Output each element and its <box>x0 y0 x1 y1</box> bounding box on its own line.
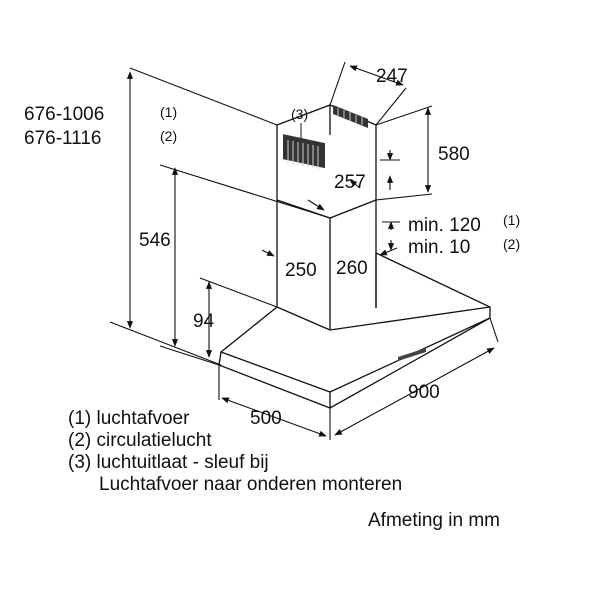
legend-item-1: (1) luchtafvoer <box>68 408 190 429</box>
dim-total-height-1-note: (1) <box>160 104 177 120</box>
dim-total-height-1: 676-1006 <box>24 104 104 125</box>
dim-canopy-height: 94 <box>193 311 215 332</box>
dim-chimney-top-width: 247 <box>376 66 408 87</box>
dimension-lines <box>109 61 499 440</box>
dim-chimney-width: 260 <box>336 258 368 279</box>
legend: (1) luchtafvoer (2) circulatielucht (3) … <box>68 408 568 496</box>
unit-note: Afmeting in mm <box>368 510 500 531</box>
dim-chimney-depth: 250 <box>285 260 317 281</box>
control-panel <box>398 348 426 361</box>
legend-item-2: (2) circulatielucht <box>68 430 212 451</box>
dim-clearance-2: min. 10 <box>408 237 470 258</box>
dim-chimney-top-depth: 257 <box>334 172 366 193</box>
dim-chimney-height: 546 <box>139 230 171 251</box>
slot-note-label: (3) <box>291 106 308 122</box>
vent-slot-right <box>333 105 368 128</box>
vent-slot-left <box>283 134 325 169</box>
dim-hood-width: 900 <box>408 382 440 403</box>
dim-total-height-2-note: (2) <box>160 128 177 144</box>
dim-hood-depth: 500 <box>250 408 282 429</box>
legend-item-3: (3) luchtuitlaat - sleuf bij <box>68 452 269 473</box>
dim-total-height-2: 676-1116 <box>24 128 101 149</box>
dim-clearance-2-note: (2) <box>503 236 520 252</box>
dim-clearance-1: min. 120 <box>408 215 481 236</box>
dim-clearance-1-note: (1) <box>503 212 520 228</box>
dim-chimney-top-height: 580 <box>438 144 470 165</box>
legend-item-3-continuation: Luchtafvoer naar onderen monteren <box>99 474 403 495</box>
